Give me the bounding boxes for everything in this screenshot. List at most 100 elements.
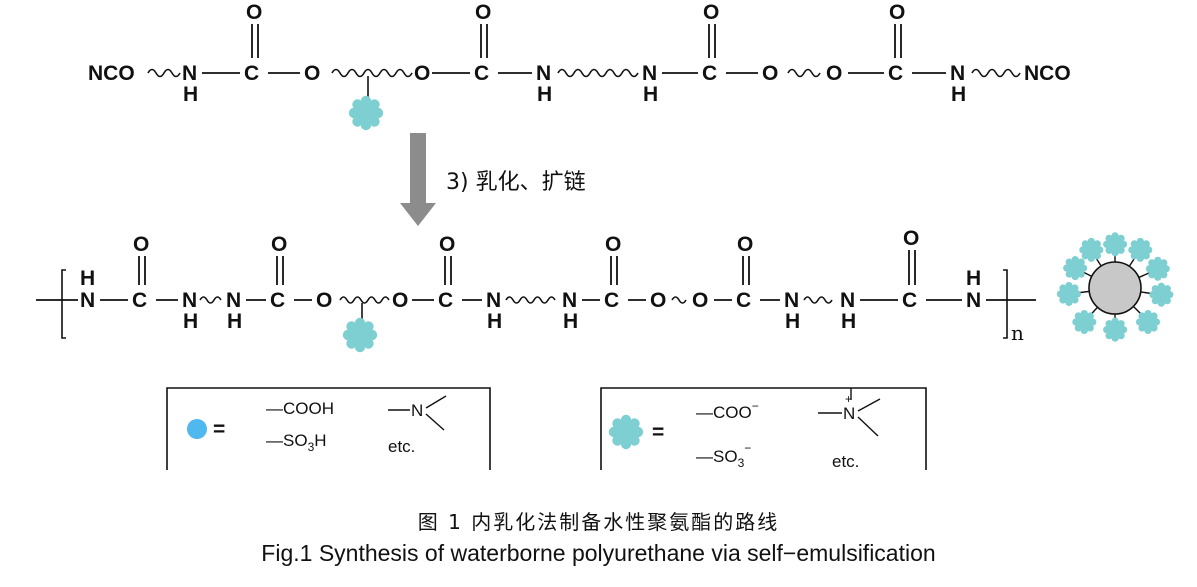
wavy-bond — [971, 68, 1021, 78]
hydrogen-atom: H — [183, 83, 198, 106]
legend-so3h-subscript: 3 — [308, 440, 315, 454]
polymer-chain: H N C O N H N H C O O O C O N H N H — [36, 227, 1036, 353]
wavy-bond — [199, 296, 222, 304]
acid-group-icon — [187, 419, 207, 439]
wavy-bond — [671, 296, 687, 304]
legend-so3h-main: —SO — [266, 431, 308, 450]
prepolymer-chain: NCO N H C O O O C O N H N H C O O O — [88, 1, 1071, 131]
nitrogen-atom: N — [486, 289, 501, 312]
ionic-group-icon — [342, 317, 378, 353]
svg-text:—SO3−: —SO3− — [696, 441, 751, 470]
oxygen-atom: O — [414, 62, 430, 85]
legend-amine-nitrogen: N — [411, 401, 423, 420]
emulsion-particle — [1056, 232, 1174, 342]
oxygen-atom: O — [889, 1, 905, 24]
carbon-atom: C — [132, 289, 147, 312]
nitrogen-atom: N — [182, 289, 197, 312]
wavy-bond — [331, 68, 413, 78]
ionic-group-icon — [348, 95, 384, 131]
legend-acid-groups: = —COOH —SO3H N etc. — [166, 387, 491, 470]
oxygen-atom: O — [475, 1, 491, 24]
step-label: 3) 乳化、扩链 — [446, 170, 586, 195]
legend-etc: etc. — [832, 452, 859, 471]
hydrogen-atom: H — [785, 310, 800, 333]
legend-cooh: —COOH — [266, 399, 334, 418]
nitrogen-atom: N — [536, 62, 551, 85]
nitrogen-atom: N — [562, 289, 577, 312]
oxygen-atom: O — [650, 289, 666, 312]
carbon-atom: C — [888, 62, 903, 85]
oxygen-atom: O — [762, 62, 778, 85]
hydrogen-atom: H — [227, 310, 242, 333]
legend-ammonium-plus: + — [845, 392, 852, 406]
carbon-atom: C — [474, 62, 489, 85]
oxygen-atom: O — [605, 233, 621, 256]
carbon-atom: C — [604, 289, 619, 312]
wavy-bond — [787, 68, 821, 78]
nitrogen-atom: N — [966, 289, 981, 312]
wavy-bond — [505, 296, 556, 304]
nitrogen-atom: N — [642, 62, 657, 85]
wavy-bond — [803, 296, 833, 304]
legend-coo-main: —COO — [696, 403, 752, 422]
right-bracket — [1003, 269, 1008, 339]
legend-etc: etc. — [388, 437, 415, 456]
legend-so3-main: —SO — [696, 447, 738, 466]
nco-left-label: NCO — [88, 62, 135, 85]
ionic-group-icon — [608, 414, 644, 450]
svg-text:—COO−: —COO− — [696, 399, 759, 422]
hydrogen-atom: H — [183, 310, 198, 333]
carbon-atom: C — [438, 289, 453, 312]
oxygen-atom: O — [304, 62, 320, 85]
hydrogen-atom: H — [841, 310, 856, 333]
wavy-bond — [147, 68, 181, 78]
nitrogen-atom: N — [840, 289, 855, 312]
carbon-atom: C — [270, 289, 285, 312]
oxygen-atom: O — [703, 1, 719, 24]
hydrogen-atom: H — [563, 310, 578, 333]
hydrogen-atom: H — [966, 267, 981, 290]
legend-ammonium-nitrogen: N — [843, 404, 855, 423]
hydrogen-atom: H — [80, 267, 95, 290]
nitrogen-atom: N — [784, 289, 799, 312]
oxygen-atom: O — [439, 233, 455, 256]
figure-caption-chinese: 图 1 内乳化法制备水性聚氨酯的路线 — [417, 510, 780, 534]
oxygen-atom: O — [692, 289, 708, 312]
nitrogen-atom: N — [80, 289, 95, 312]
legend-so3-charge: − — [744, 441, 751, 455]
svg-text:—SO3H: —SO3H — [266, 431, 327, 454]
oxygen-atom: O — [271, 233, 287, 256]
legend-equals: = — [213, 418, 225, 441]
wavy-bond — [557, 68, 639, 78]
legend-so3-subscript: 3 — [738, 456, 745, 470]
hydrogen-atom: H — [487, 310, 502, 333]
nitrogen-atom: N — [950, 62, 965, 85]
nitrogen-atom: N — [182, 62, 197, 85]
hydrogen-atom: H — [537, 83, 552, 106]
oxygen-atom: O — [737, 233, 753, 256]
hydrogen-atom: H — [643, 83, 658, 106]
carbon-atom: C — [902, 289, 917, 312]
oxygen-atom: O — [903, 227, 919, 250]
nco-right-label: NCO — [1024, 62, 1071, 85]
oxygen-atom: O — [826, 62, 842, 85]
hydrogen-atom: H — [951, 83, 966, 106]
carbon-atom: C — [736, 289, 751, 312]
wavy-bond — [339, 296, 390, 304]
carbon-atom: C — [244, 62, 259, 85]
legend-ionic-groups: = —COO− —SO3− + N etc. — [600, 387, 927, 471]
carbon-atom: C — [702, 62, 717, 85]
legend-so3h-tail: H — [314, 431, 326, 450]
oxygen-atom: O — [133, 233, 149, 256]
legend-equals: = — [652, 421, 664, 444]
oxygen-atom: O — [392, 289, 408, 312]
reaction-arrow — [400, 133, 436, 226]
repeat-count-label: n — [1011, 321, 1024, 345]
particle-core — [1088, 261, 1142, 315]
oxygen-atom: O — [246, 1, 262, 24]
figure-caption-english: Fig.1 Synthesis of waterborne polyuretha… — [261, 540, 936, 566]
legend-coo-charge: − — [752, 399, 759, 413]
nitrogen-atom: N — [226, 289, 241, 312]
left-bracket — [61, 269, 66, 339]
oxygen-atom: O — [316, 289, 332, 312]
